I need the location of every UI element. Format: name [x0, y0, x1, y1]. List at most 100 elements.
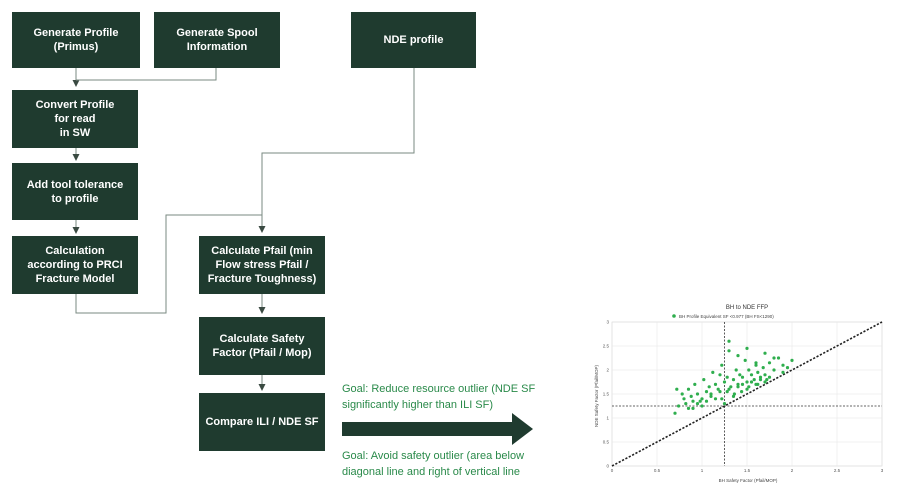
data-point: [754, 361, 758, 365]
data-point: [686, 387, 691, 391]
data-point: [740, 375, 745, 379]
x-tick-label: 2: [791, 468, 794, 473]
data-point: [736, 385, 740, 389]
data-point: [758, 378, 763, 382]
goal-reduce-resource-outlier: Goal: Reduce resource outlier (NDE SF si…: [342, 383, 536, 411]
data-point: [700, 397, 704, 401]
data-point: [725, 390, 729, 394]
legend-marker: [672, 314, 676, 318]
data-point: [747, 368, 751, 372]
data-point: [709, 392, 713, 396]
data-point: [781, 370, 785, 374]
calculation-prci-box: Calculation according to PRCI Fracture M…: [12, 236, 138, 294]
data-point: [738, 373, 742, 377]
data-point: [767, 375, 772, 379]
data-point: [700, 404, 704, 408]
data-point: [713, 382, 718, 386]
data-point: [713, 397, 718, 401]
data-point: [704, 399, 709, 403]
goal-avoid-safety-outlier: Goal: Avoid safety outlier (area below d…: [342, 450, 525, 478]
data-point: [704, 390, 709, 394]
data-point: [736, 382, 740, 386]
data-point: [727, 339, 731, 343]
data-point: [684, 402, 688, 406]
data-point: [716, 387, 720, 391]
data-point: [756, 382, 760, 386]
data-point: [732, 392, 736, 396]
diagonal-reference-line: [611, 321, 883, 467]
data-point: [752, 378, 756, 382]
data-point: [677, 404, 681, 408]
calculate-pfail-box: Calculate Pfail (min Flow stress Pfail /…: [199, 236, 325, 294]
chart-legend: BH Profile Equivalent SF <0.977 (BH FS<1…: [672, 314, 774, 319]
data-point: [763, 351, 767, 355]
y-tick-label: 1: [606, 416, 609, 421]
data-point: [691, 399, 695, 403]
chart-title: BH to NDE FFP: [726, 305, 768, 311]
data-point: [695, 402, 700, 406]
data-point: [749, 380, 754, 384]
data-point: [727, 349, 731, 353]
data-point: [756, 370, 760, 374]
data-point: [725, 375, 729, 379]
calculate-safety-factor-box: Calculate Safety Factor (Pfail / Mop): [199, 317, 325, 375]
connector-prci-to-pfail: [75, 214, 262, 314]
data-point: [711, 370, 715, 374]
data-point: [731, 378, 736, 382]
right-arrow-icon: [342, 413, 533, 445]
add-tool-tolerance-box: Add tool tolerance to profile: [12, 163, 138, 220]
data-point: [722, 402, 727, 406]
data-point: [682, 397, 686, 401]
y-tick-label: 2: [606, 368, 609, 373]
data-point: [772, 356, 776, 360]
x-tick-label: 2.5: [834, 468, 841, 473]
data-point: [686, 406, 691, 410]
data-point: [785, 366, 790, 370]
data-point: [740, 382, 745, 386]
data-point: [790, 358, 794, 362]
y-axis-label: NDE Safety Factor (Pfail/MOP): [594, 364, 599, 427]
data-point: [729, 385, 733, 389]
data-point: [743, 358, 747, 362]
compare-ili-nde-box: Compare ILI / NDE SF: [199, 393, 325, 451]
data-point: [765, 378, 769, 382]
x-axis-label: BH Safety Factor (Pfail/MOP): [719, 478, 778, 483]
scatter-chart-svg: BH to NDE FFP BH Profile Equivalent SF <…: [594, 305, 884, 483]
data-point: [720, 397, 724, 401]
data-point: [745, 346, 749, 350]
data-point: [698, 399, 702, 403]
data-point: [745, 380, 749, 384]
data-point: [675, 387, 679, 391]
y-tick-label: 0: [606, 464, 609, 469]
data-point: [722, 380, 727, 384]
y-tick-label: 3: [606, 320, 609, 325]
x-tick-label: 0.5: [654, 468, 661, 473]
x-tick-label: 0: [611, 468, 614, 473]
y-tick-label: 2.5: [603, 344, 610, 349]
data-point: [758, 375, 763, 379]
y-tick-label: 0.5: [603, 440, 610, 445]
data-point: [747, 385, 751, 389]
data-point: [693, 382, 697, 386]
data-point: [673, 411, 677, 415]
data-point: [749, 373, 754, 377]
convert-profile-box: Convert Profile for read in SW: [12, 90, 138, 148]
data-point: [761, 366, 765, 370]
data-point: [772, 368, 776, 372]
data-point: [776, 356, 781, 360]
data-point: [702, 378, 706, 382]
data-point: [727, 387, 731, 391]
data-point: [731, 394, 736, 398]
data-point: [691, 406, 695, 410]
data-point: [720, 363, 724, 367]
generate-profile-box: Generate Profile (Primus): [12, 12, 140, 68]
data-point: [680, 392, 684, 396]
scatter-chart: BH to NDE FFP BH Profile Equivalent SF <…: [592, 300, 900, 484]
data-point: [707, 385, 711, 389]
data-point: [740, 390, 744, 394]
x-tick-label: 1: [701, 468, 704, 473]
data-point: [689, 394, 693, 398]
connector-spool-to-convert: [76, 68, 217, 81]
